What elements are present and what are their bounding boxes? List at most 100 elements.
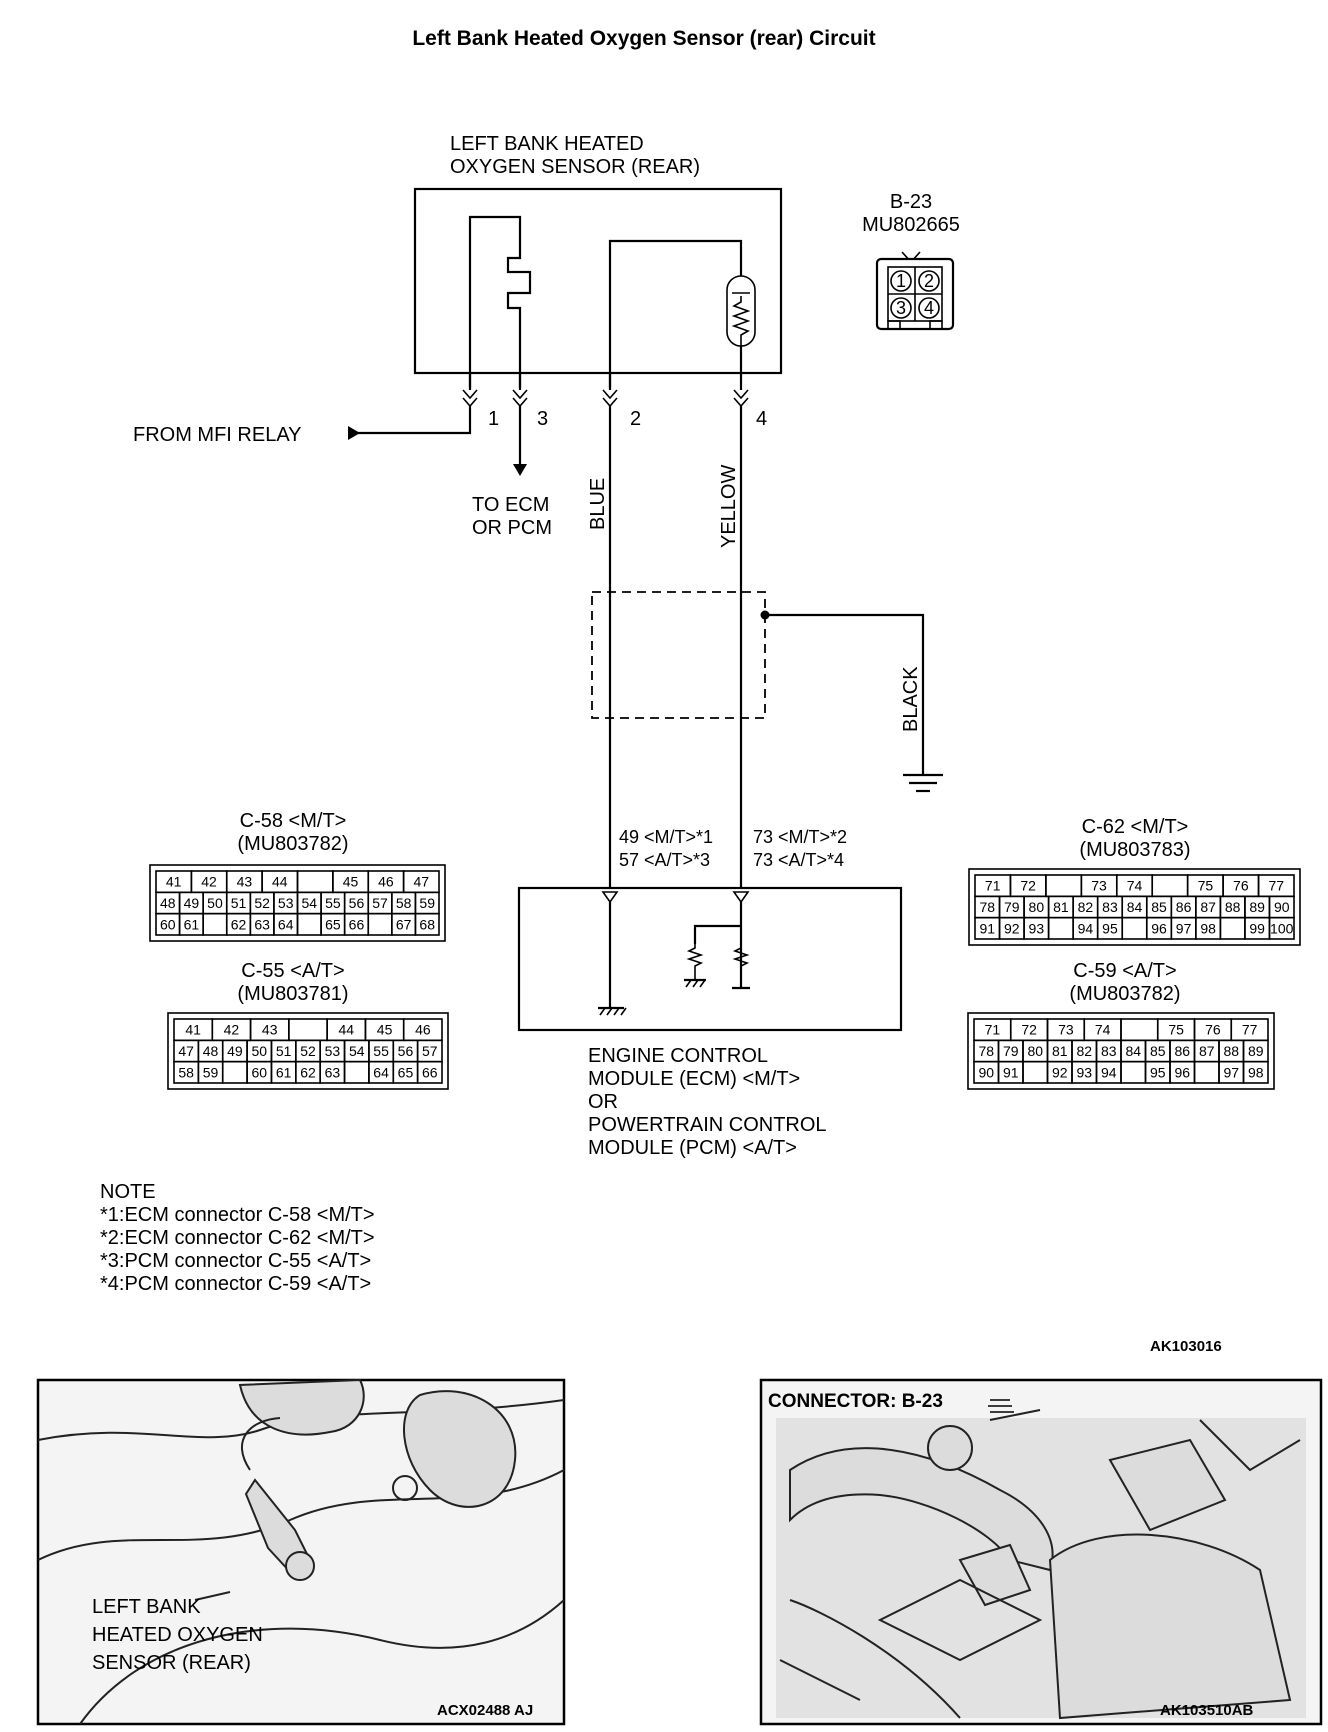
pin-number: 51 <box>231 895 247 911</box>
pin-number: 55 <box>325 895 341 911</box>
pin-number: 89 <box>1249 899 1265 915</box>
pin-number: 74 <box>1095 1022 1111 1038</box>
pin-number: 61 <box>184 916 200 932</box>
pin-number: 85 <box>1151 899 1167 915</box>
pin-number: 54 <box>302 895 318 911</box>
pin-number: 48 <box>160 895 176 911</box>
ecm-arrow-icon <box>513 464 527 476</box>
sensor-label-line1: LEFT BANK HEATED <box>450 133 644 155</box>
pin-cell <box>1268 916 1295 940</box>
note-item: *3:PCM connector C-55 <A/T> <box>100 1250 371 1272</box>
pin-number: 83 <box>1102 899 1118 915</box>
pin-number: 93 <box>1029 920 1045 936</box>
oxygen-sensor-box <box>413 187 783 375</box>
photo-right-code: AK103510AB <box>1160 1702 1254 1719</box>
c58-title: C-58 <M/T> <box>240 810 347 832</box>
pin-number: 51 <box>276 1043 292 1059</box>
pin-number: 79 <box>1004 899 1020 915</box>
pin-number: 50 <box>251 1043 267 1059</box>
pin-number: 49 <box>227 1043 243 1059</box>
pin-number: 82 <box>1076 1043 1092 1059</box>
module-label-line4: POWERTRAIN CONTROL <box>588 1114 827 1136</box>
pin-number: 95 <box>1102 920 1118 936</box>
pin-number: 88 <box>1225 899 1241 915</box>
pin-number: 91 <box>1003 1064 1019 1080</box>
pin-number: 46 <box>415 1022 431 1038</box>
pin-number: 81 <box>1052 1043 1068 1059</box>
pin-number: 97 <box>1223 1064 1239 1080</box>
pin-number: 80 <box>1027 1043 1043 1059</box>
pin-number: 44 <box>338 1022 354 1038</box>
pin-number: 78 <box>979 899 995 915</box>
pin-number: 77 <box>1242 1022 1258 1038</box>
c62-title: C-62 <M/T> <box>1082 816 1189 838</box>
b23-pin-2: 2 <box>924 271 934 291</box>
sensor-label-line2: OXYGEN SENSOR (REAR) <box>450 156 700 178</box>
pin-number: 92 <box>1004 920 1020 936</box>
ecm-module-box <box>517 886 903 1032</box>
pin-number: 88 <box>1223 1043 1239 1059</box>
pin-number: 63 <box>254 916 270 932</box>
pin-number: 60 <box>160 916 176 932</box>
pin-number: 57 <box>372 895 388 911</box>
pin-number: 81 <box>1053 899 1069 915</box>
pin-number: 43 <box>237 874 253 890</box>
pin-number: 65 <box>398 1064 414 1080</box>
pin-number: 98 <box>1248 1064 1264 1080</box>
pin-number: 49 <box>184 895 200 911</box>
b23-part-label: MU802665 <box>862 214 960 236</box>
pin-number: 58 <box>178 1064 194 1080</box>
to-ecm-line1: TO ECM <box>472 494 549 516</box>
pin-cell <box>416 1060 443 1084</box>
pin-number: 90 <box>1274 899 1290 915</box>
photo-left-label-line3: SENSOR (REAR) <box>92 1652 251 1674</box>
pin-number: 71 <box>985 1022 1001 1038</box>
diagram-code: AK103016 <box>1150 1338 1222 1355</box>
c59-part: (MU803782) <box>1069 983 1180 1005</box>
module-ground-icons <box>598 978 706 1016</box>
pin-number: 66 <box>349 916 365 932</box>
pin-number: 87 <box>1199 1043 1215 1059</box>
pin-number: 62 <box>300 1064 316 1080</box>
pin-number: 41 <box>166 874 182 890</box>
terminal-left-line2: 57 <A/T>*3 <box>619 850 710 870</box>
pin-number: 74 <box>1127 878 1143 894</box>
pin-number: 89 <box>1248 1043 1264 1059</box>
pin-number: 44 <box>272 874 288 890</box>
pin-number: 53 <box>325 1043 341 1059</box>
photo-right-heading: CONNECTOR: B-23 <box>768 1391 943 1412</box>
pin-cell <box>414 912 440 936</box>
b23-pin-4: 4 <box>924 298 934 318</box>
pin-number: 85 <box>1150 1043 1166 1059</box>
relay-wire <box>352 406 472 435</box>
c58-part: (MU803782) <box>237 833 348 855</box>
relay-arrow-icon <box>348 426 360 440</box>
pin-number: 73 <box>1058 1022 1074 1038</box>
blue-wire-label: BLUE <box>587 478 609 530</box>
pin-number: 43 <box>262 1022 278 1038</box>
pin-number: 47 <box>414 874 430 890</box>
pin-number: 56 <box>398 1043 414 1059</box>
pin-number: 52 <box>254 895 270 911</box>
heater-resistor-icon <box>731 296 751 346</box>
pin-number: 52 <box>300 1043 316 1059</box>
pin-number: 63 <box>325 1064 341 1080</box>
pin-number: 61 <box>276 1064 292 1080</box>
pin-number: 76 <box>1205 1022 1221 1038</box>
photo-left-label-line1: LEFT BANK <box>92 1596 201 1618</box>
note-item: *2:ECM connector C-62 <M/T> <box>100 1227 375 1249</box>
pin-number: 84 <box>1127 899 1143 915</box>
sensor-pin-chevrons <box>462 389 749 408</box>
pin-number: 50 <box>207 895 223 911</box>
pin-number: 68 <box>419 916 435 932</box>
pin-cell <box>1242 1060 1269 1084</box>
pin-number: 46 <box>378 874 394 890</box>
pin-number: 77 <box>1268 878 1284 894</box>
pin-number: 92 <box>1052 1064 1068 1080</box>
pin-number: 87 <box>1200 899 1216 915</box>
pin-number: 93 <box>1076 1064 1092 1080</box>
pin-number: 42 <box>224 1022 240 1038</box>
